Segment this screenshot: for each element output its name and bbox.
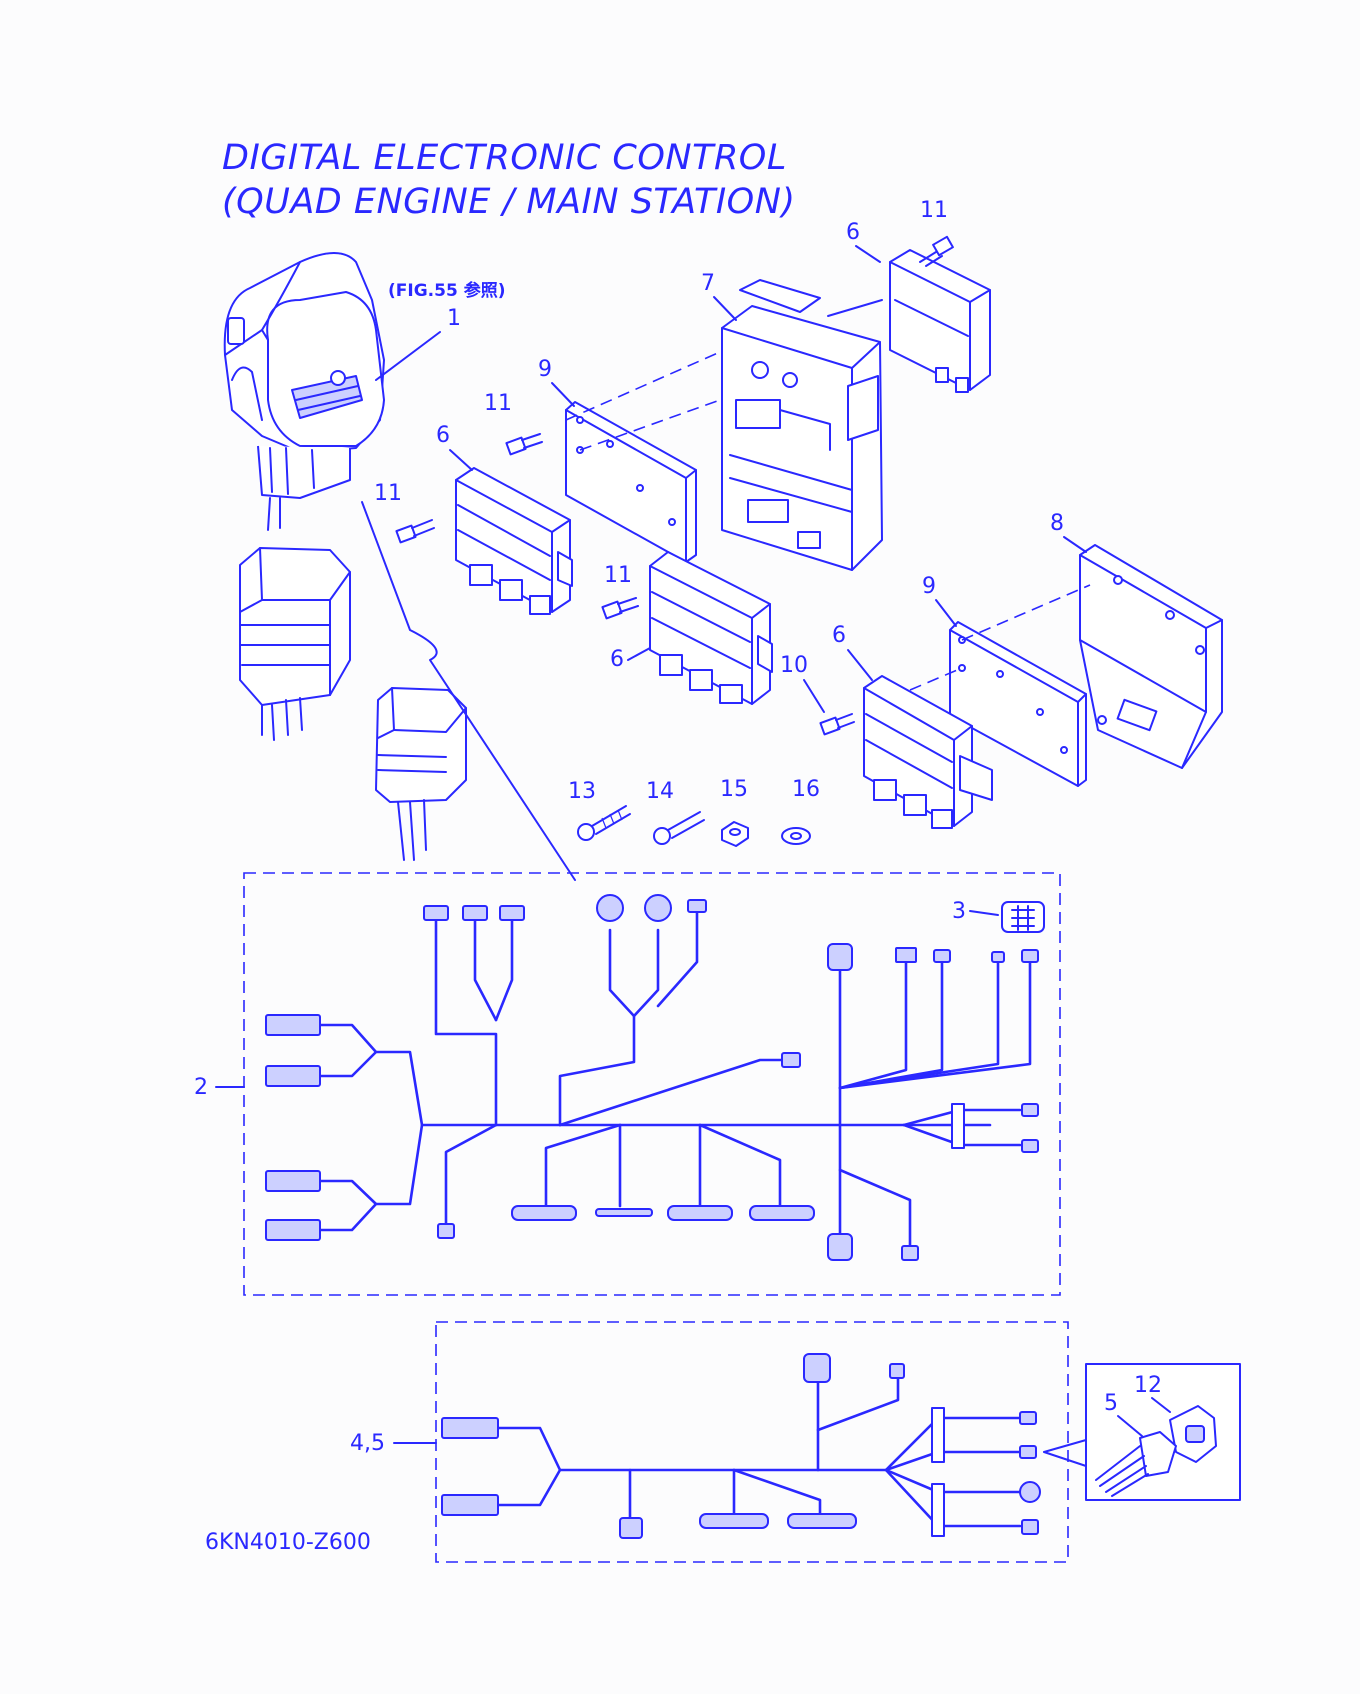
sub-wire-harness xyxy=(441,1353,1041,1539)
screw-10 xyxy=(819,713,855,736)
nut-15 xyxy=(721,821,749,847)
harness-2-frame xyxy=(243,872,1061,1296)
remote-control-box xyxy=(223,252,385,531)
ecu-module-small xyxy=(375,687,467,861)
callout-11-upper: 11 xyxy=(484,391,512,416)
callout-5: 5 xyxy=(1104,1391,1118,1416)
part-number-label: 6KN4010-Z600 xyxy=(205,1530,371,1555)
callout-13: 13 xyxy=(568,779,596,804)
screw-11-upper xyxy=(505,433,543,456)
callout-2: 2 xyxy=(194,1075,208,1100)
callout-4-5: 4,5 xyxy=(350,1431,385,1456)
callout-6-top: 6 xyxy=(846,220,860,245)
washer-16 xyxy=(781,827,811,845)
callout-1: 1 xyxy=(447,306,461,331)
callout-3: 3 xyxy=(952,899,966,924)
callout-11-top: 11 xyxy=(920,198,948,223)
callout-8: 8 xyxy=(1050,511,1064,536)
main-control-unit xyxy=(721,279,883,571)
main-wire-harness xyxy=(265,894,1039,1261)
callout-6-center: 6 xyxy=(610,647,624,672)
ecu-module-center xyxy=(649,551,773,705)
ecu-module-top-right xyxy=(827,249,991,393)
connector-12 xyxy=(1169,1405,1217,1463)
screw-11-left xyxy=(395,519,435,544)
screw-13 xyxy=(577,805,631,841)
callout-14: 14 xyxy=(646,779,674,804)
mounting-bracket xyxy=(1079,544,1223,769)
callout-6-lower-right: 6 xyxy=(832,623,846,648)
connector-block-assembly xyxy=(239,547,351,741)
callout-12: 12 xyxy=(1134,1373,1162,1398)
callout-6-left: 6 xyxy=(436,423,450,448)
bracket-plate-upper xyxy=(565,401,697,563)
diagram-title-line-2: (QUAD ENGINE / MAIN STATION) xyxy=(222,182,796,222)
screw-11-top xyxy=(919,235,954,267)
ecu-module-lower-right xyxy=(863,675,993,829)
callout-9-upper: 9 xyxy=(538,357,552,382)
callout-16: 16 xyxy=(792,777,820,802)
ecu-module-left xyxy=(455,467,573,615)
diagram-title-line-1: DIGITAL ELECTRONIC CONTROL xyxy=(222,138,787,178)
screw-11-center xyxy=(601,597,639,620)
callout-11-center: 11 xyxy=(604,563,632,588)
callout-11-left: 11 xyxy=(374,481,402,506)
callout-9-lower: 9 xyxy=(922,574,936,599)
screw-14 xyxy=(653,811,705,845)
callout-15: 15 xyxy=(720,777,748,802)
callout-7: 7 xyxy=(701,271,715,296)
connector-5 xyxy=(1095,1431,1177,1497)
reference-note: (FIG.55 参照) xyxy=(388,280,505,301)
callout-10: 10 xyxy=(780,653,808,678)
connector-3 xyxy=(1001,901,1045,933)
